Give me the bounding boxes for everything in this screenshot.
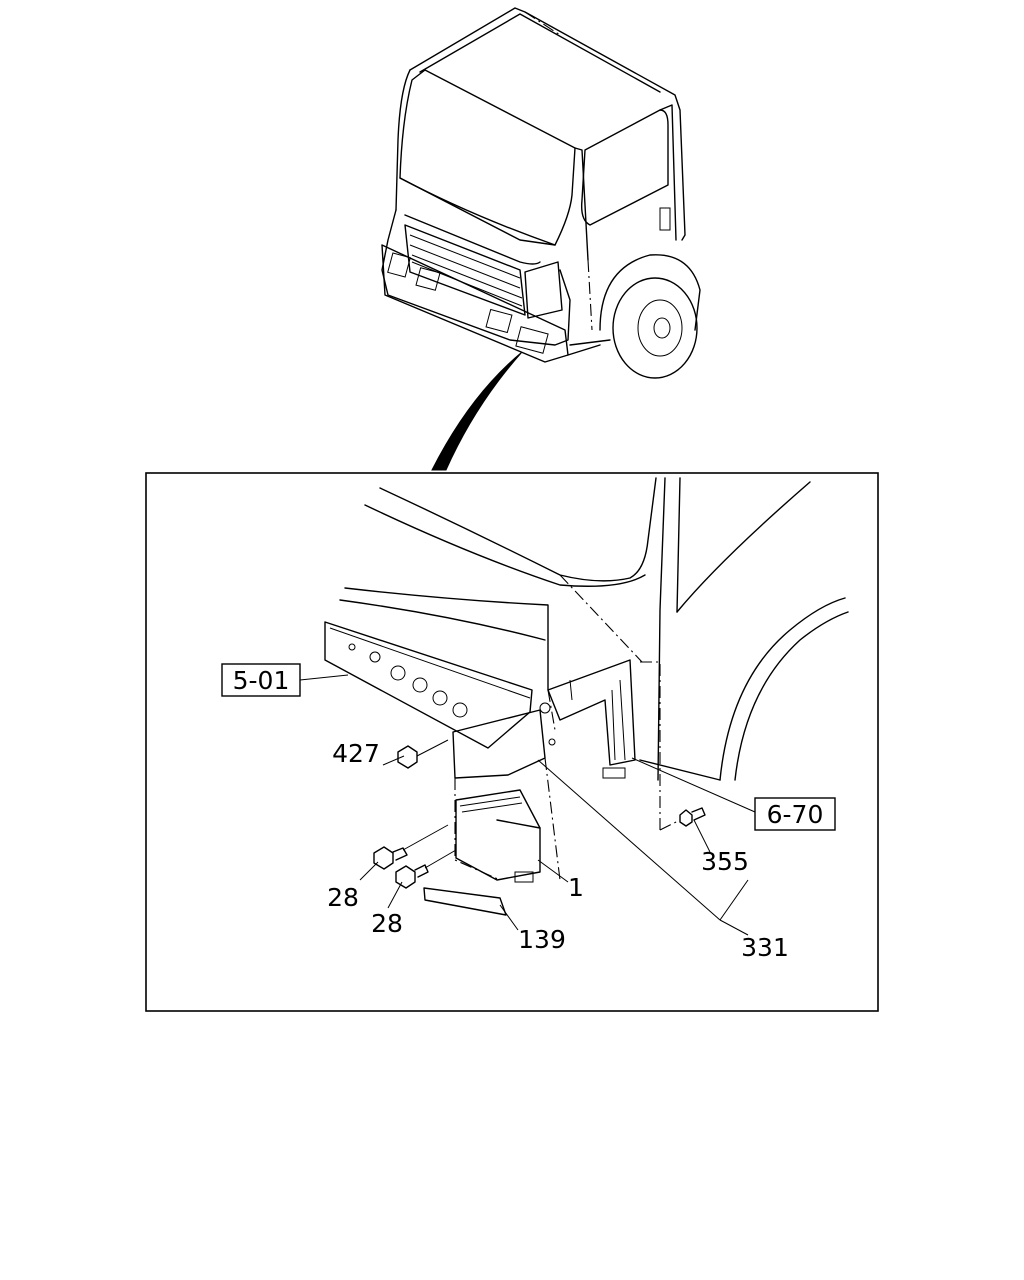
part-label-28-upper: 28: [327, 883, 359, 912]
screw-355: [679, 807, 706, 827]
part-label-139: 139: [518, 925, 566, 954]
ref-box-5-01: [221, 663, 301, 697]
part-label-1: 1: [568, 873, 584, 902]
detail-frame: [145, 472, 879, 1012]
nut-427: [397, 739, 449, 769]
leader-lines: [299, 674, 756, 936]
part-label-355: 355: [701, 847, 749, 876]
part-label-28-lower: 28: [371, 909, 403, 938]
truck-cab-overview: [381, 7, 701, 379]
bolt-28-upper: [373, 824, 449, 870]
detail-drawing: [324, 477, 849, 916]
zoom-leader-wedge: [431, 351, 523, 471]
bolt-28-lower: [395, 849, 457, 889]
part-label-427: 427: [332, 739, 380, 768]
ref-box-6-70: [754, 797, 836, 831]
ref-label-6-70: 6-70: [767, 800, 824, 829]
ref-label-5-01: 5-01: [233, 666, 290, 695]
part-label-331: 331: [741, 933, 789, 962]
